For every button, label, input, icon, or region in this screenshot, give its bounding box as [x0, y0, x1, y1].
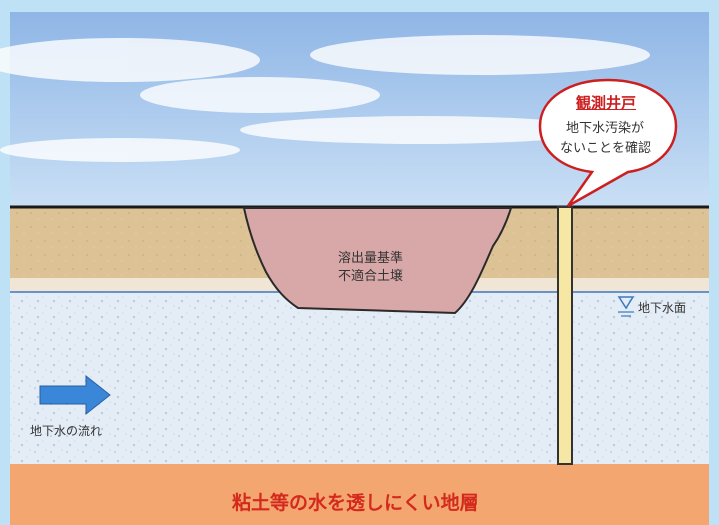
contaminated-soil-area: [242, 207, 513, 315]
observation-well-description-line1: 地下水汚染が: [566, 121, 645, 136]
clay-layer-label: 粘土等の水を透しにくい地層: [232, 492, 479, 514]
contaminated-soil-label-line2: 不適合土壌: [338, 269, 404, 284]
observation-well-description-line2: ないことを確認: [560, 141, 652, 156]
water-table-symbol: [617, 296, 635, 317]
observation-well-title: 観測井戸: [576, 94, 637, 112]
flow-arrow: [39, 374, 111, 416]
observation-well: [557, 206, 573, 465]
water-table-label: 地下水面: [638, 301, 687, 315]
clouds: [0, 35, 650, 162]
contaminated-soil-label-line1: 溶出量基準: [338, 251, 404, 266]
clay-layer: [10, 464, 709, 525]
groundwater-flow-label: 地下水の流れ: [30, 424, 103, 438]
speech-bubble: [538, 78, 678, 208]
